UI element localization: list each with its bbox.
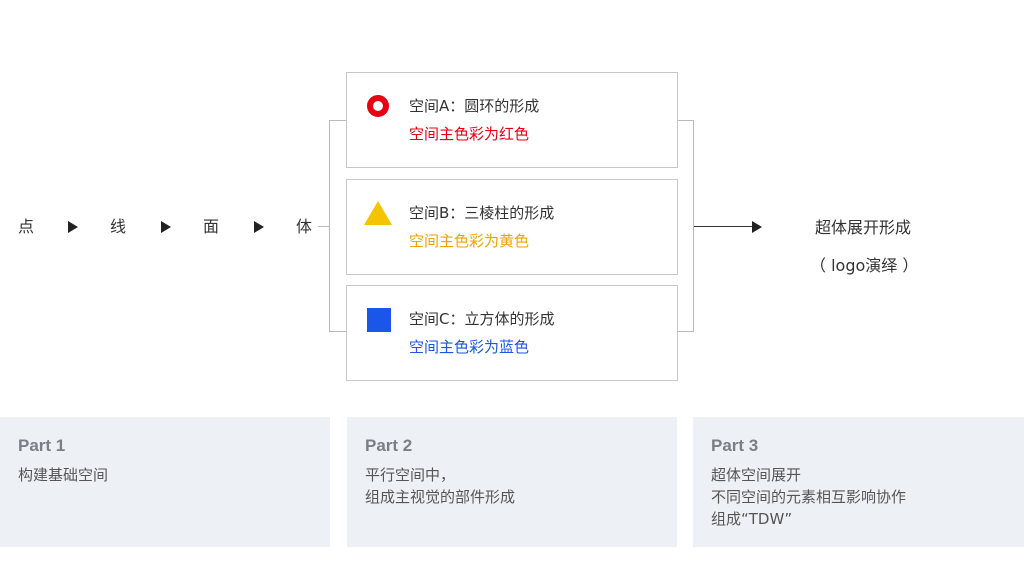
flow-step-point: 点 (18, 217, 35, 236)
result-title: 超体展开形成 (815, 218, 912, 237)
part-line: 构建基础空间 (18, 466, 109, 484)
part-title: Part 1 (18, 436, 66, 455)
flow-arrow-icon (161, 221, 171, 233)
triangle-icon (364, 201, 392, 225)
flow-step-body: 体 (296, 217, 313, 236)
result-connector-line (694, 226, 752, 227)
part-line: 组成“TDW” (711, 510, 793, 528)
flow-arrow-icon (254, 221, 264, 233)
part-line: 组成主视觉的部件形成 (365, 488, 516, 506)
card-subtitle: 空间主色彩为红色 (409, 125, 530, 143)
part-panel-3: Part 3 超体空间展开 不同空间的元素相互影响协作 组成“TDW” (693, 417, 1024, 547)
result-subtitle: （ logo演绎 ） (810, 256, 919, 275)
card-title: 空间A：圆环的形成 (409, 97, 540, 115)
card-title: 空间B：三棱柱的形成 (409, 204, 555, 222)
flow-step-line: 线 (110, 217, 127, 236)
result-arrow-icon (752, 221, 762, 233)
card-title: 空间C：立方体的形成 (409, 310, 555, 328)
part-line: 超体空间展开 (711, 466, 802, 484)
part-title: Part 3 (711, 436, 759, 455)
part-line: 不同空间的元素相互影响协作 (711, 488, 907, 506)
left-connector-line (318, 226, 330, 227)
flow-arrow-icon (68, 221, 78, 233)
ring-icon (367, 95, 389, 117)
card-subtitle: 空间主色彩为黄色 (409, 232, 530, 250)
right-bracket (677, 120, 694, 332)
card-space-b: 空间B：三棱柱的形成 空间主色彩为黄色 (346, 179, 678, 275)
square-icon (367, 308, 391, 332)
part-panel-2: Part 2 平行空间中， 组成主视觉的部件形成 (347, 417, 677, 547)
card-space-a: 空间A：圆环的形成 空间主色彩为红色 (346, 72, 678, 168)
part-title: Part 2 (365, 436, 413, 455)
card-space-c: 空间C：立方体的形成 空间主色彩为蓝色 (346, 285, 678, 381)
part-line: 平行空间中， (365, 466, 456, 484)
card-subtitle: 空间主色彩为蓝色 (409, 338, 530, 356)
flow-step-plane: 面 (203, 217, 220, 236)
part-panel-1: Part 1 构建基础空间 (0, 417, 330, 547)
